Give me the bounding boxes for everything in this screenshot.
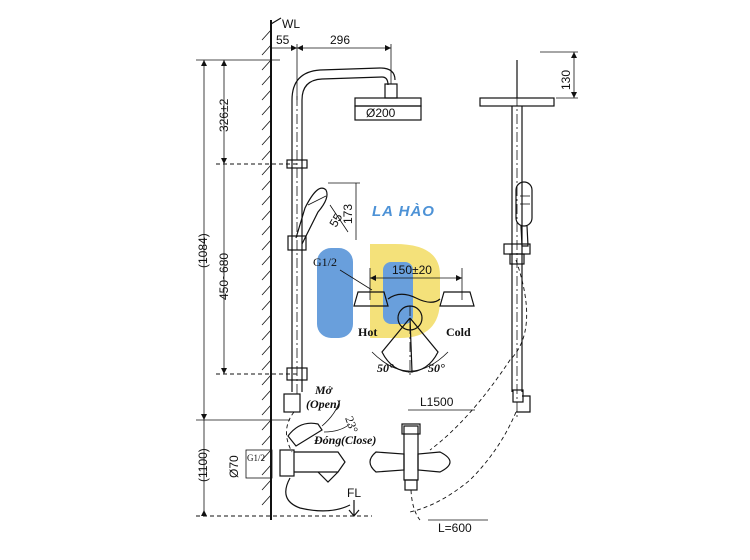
hose-length-label: L1500: [420, 395, 454, 409]
side-shower-arm: [291, 67, 396, 101]
side-shower-head: [354, 97, 422, 107]
side-hand-shower: [295, 187, 328, 245]
open-en-label: (Open): [306, 397, 341, 411]
floor-level-label: FL: [347, 486, 361, 500]
close-vi-label: Đóng: [313, 433, 341, 447]
cold-inlet-nut: [439, 291, 475, 307]
open-vi-label: Mở: [314, 383, 334, 397]
floor-height-label: (1100): [196, 448, 210, 482]
front-mixer-right-flange: [417, 451, 451, 473]
front-hand-shower: [515, 181, 533, 227]
logo-blue-inner: [383, 262, 413, 324]
total-height-label: (1084): [196, 233, 210, 268]
bracket-span-label: 450~680: [217, 253, 231, 300]
side-view: Ø200 G1/2 FL Mở (Open) Đóng (Close) 23°: [196, 67, 422, 517]
front-diverter-knob: [516, 395, 531, 413]
angle-right-label: 50°: [428, 361, 445, 375]
hose-line: [409, 411, 517, 513]
inlet-thread-top: G1/2: [313, 255, 337, 269]
angle-left-label: 50°: [377, 361, 394, 375]
front-column-pipe: [511, 106, 523, 392]
front-mixer-left-flange: [369, 451, 405, 473]
upper-span-label: 326±2: [217, 98, 231, 132]
arm-length-label: 296: [330, 33, 350, 47]
wall-level-label: WL: [282, 17, 300, 31]
outlet-diameter-label: Ø70: [227, 455, 241, 478]
front-spout: [404, 479, 418, 491]
hot-label: Hot: [358, 325, 377, 339]
head-height-label: 130: [559, 70, 573, 90]
close-en-label: (Close): [341, 433, 376, 447]
front-view: 130 L1500 L=600: [369, 51, 578, 535]
logo-blue-bar: [317, 248, 353, 338]
head-diameter-label: Ø200: [366, 106, 396, 120]
handshower-angle-label: 173: [341, 204, 355, 224]
side-mixer-lever: [287, 422, 323, 447]
logo-text: LA HÀO: [372, 203, 435, 220]
wall: WL: [261, 17, 300, 520]
watermark-logo: LA HÀO: [317, 203, 440, 338]
inlet-box: [245, 449, 273, 479]
wall-offset-label: 55: [276, 33, 290, 47]
side-column-pipe: [291, 100, 303, 392]
inlet-thread-bottom: G1/2: [247, 453, 265, 463]
handshower-width-label: 55: [326, 211, 345, 230]
pipe-length-label: L=600: [438, 521, 472, 535]
side-diverter: [283, 393, 301, 413]
cold-label: Cold: [446, 325, 471, 339]
side-dimensions: 55 296 (1084) 326±2 450~680 (1100) 173 5…: [196, 33, 392, 516]
lever-angle-label: 23°: [342, 414, 361, 435]
side-spout: [317, 471, 339, 483]
side-mixer-body: [279, 449, 295, 477]
hot-inlet-nut: [353, 291, 389, 307]
mixer-inset: G1/2 150±20 Hot Cold 50° 50°: [313, 255, 475, 378]
center-distance-label: 150±20: [392, 263, 432, 277]
